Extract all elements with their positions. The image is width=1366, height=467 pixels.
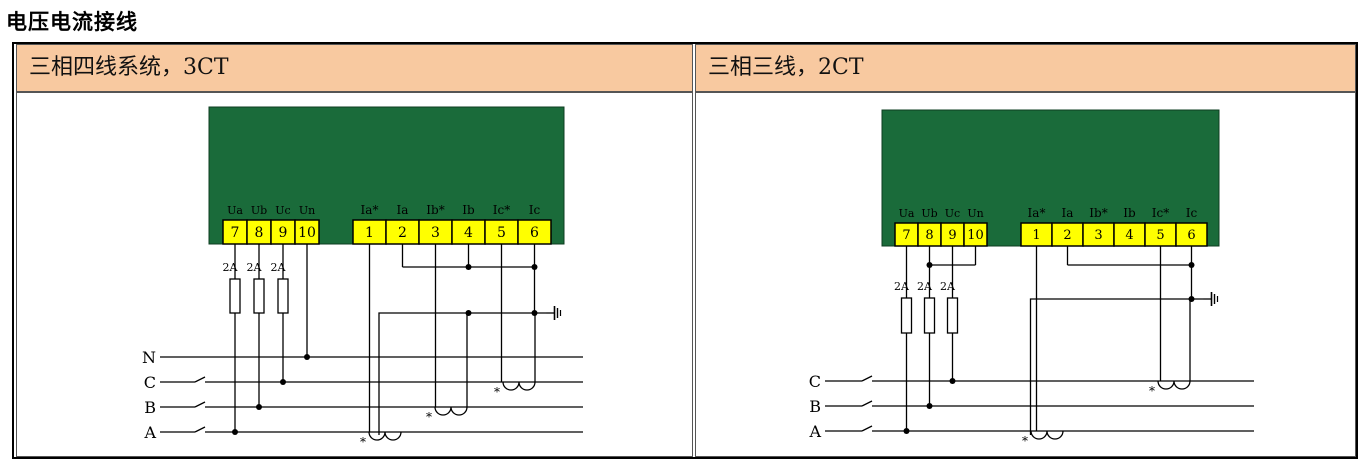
terminal-number: 5 — [1156, 228, 1164, 243]
terminal-label: Uc — [945, 207, 960, 220]
phase-line-label-a: A — [808, 422, 821, 441]
junction-dot — [304, 354, 310, 360]
terminal-number: 3 — [1094, 228, 1102, 243]
terminal-label: Ib* — [426, 203, 444, 217]
terminal-label: Un — [299, 204, 315, 217]
terminal-number: 2 — [1063, 228, 1071, 243]
terminal-number: 9 — [948, 228, 956, 243]
ct-polarity-mark: * — [360, 435, 366, 449]
phase-line-label-c: C — [809, 372, 821, 391]
terminal-box — [222, 219, 248, 245]
phase-switch-b — [861, 400, 873, 407]
ground-bus — [1029, 298, 1204, 435]
page-title: 电压电流接线 — [6, 10, 138, 34]
fuse — [229, 278, 241, 314]
ground-bus — [378, 312, 547, 435]
terminal-label: Ia — [397, 203, 409, 217]
phase-switch-a — [194, 426, 206, 433]
fuse — [277, 278, 289, 314]
terminal-label: Ua — [227, 204, 243, 217]
phase-switch-b — [194, 401, 206, 408]
phase-switch-c — [861, 375, 873, 382]
terminal-number: 6 — [1187, 228, 1195, 243]
terminal-number: 6 — [530, 225, 539, 241]
terminal-number: 1 — [365, 225, 374, 241]
phase-line-label-b: B — [809, 397, 821, 416]
fuse-label: 2A — [271, 261, 287, 274]
terminal-label: Un — [967, 207, 983, 220]
phase-line-label-n: N — [142, 348, 156, 367]
phase-line-label-a: A — [143, 423, 156, 442]
junction-dot — [903, 428, 910, 434]
terminal-number: 10 — [967, 228, 984, 243]
fuse-label: 2A — [223, 261, 239, 274]
current-transformer — [502, 381, 536, 391]
terminal-number: 1 — [1032, 228, 1040, 243]
fuse — [923, 297, 936, 334]
panel-3p4w-3ct: 三相四线系统，3CT 7 Ua 8 Ub 9 Uc 10 Un 1 Ia* 2 Ia 3 Ib* 4 Ib 5 I… — [16, 44, 693, 457]
terminal-number: 7 — [902, 228, 910, 243]
terminal-label: Ib* — [1089, 206, 1107, 220]
junction-dot — [465, 264, 472, 270]
terminal-box — [246, 219, 272, 245]
fuse-label: 2A — [917, 280, 933, 293]
ct-polarity-mark: * — [494, 385, 500, 399]
terminal-label: Ub — [251, 204, 267, 217]
terminal-number: 3 — [431, 225, 440, 241]
terminal-label: Ia* — [361, 203, 379, 217]
fuse — [900, 297, 913, 334]
terminal-label: Ic* — [493, 203, 510, 217]
ct-polarity-mark: * — [1022, 434, 1028, 448]
terminal-label: Ua — [899, 207, 915, 220]
terminal-label: Uc — [275, 204, 290, 217]
fuse-label: 2A — [894, 280, 910, 293]
terminal-number: 5 — [497, 225, 506, 241]
terminal-box — [294, 219, 320, 245]
fuse-label: 2A — [247, 261, 263, 274]
phase-switch-c — [194, 376, 206, 383]
terminal-label: Ic* — [1152, 206, 1169, 220]
terminal-number: 8 — [925, 228, 933, 243]
current-transformer — [368, 431, 402, 441]
fuse — [253, 278, 265, 314]
fuse-label: 2A — [940, 280, 956, 293]
terminal-number: 4 — [464, 225, 473, 241]
current-transformer — [1030, 430, 1064, 440]
terminal-label: Ic — [529, 203, 541, 217]
terminal-label: Ib — [462, 203, 475, 217]
terminal-number: 4 — [1125, 228, 1133, 243]
junction-dot — [949, 378, 956, 384]
terminal-label: Ia* — [1028, 206, 1046, 220]
terminal-number: 8 — [255, 225, 264, 241]
terminal-number: 7 — [231, 225, 240, 241]
current-transformer — [434, 406, 468, 416]
ct-polarity-mark: * — [426, 410, 432, 424]
junction-dot — [280, 379, 286, 385]
junction-dot — [232, 429, 238, 435]
terminal-label: Ub — [921, 207, 937, 220]
phase-line-label-b: B — [144, 398, 156, 417]
terminal-label: Ia — [1062, 206, 1074, 220]
current-transformer — [1157, 380, 1191, 390]
phase-switch-a — [861, 425, 873, 432]
panel-title-3p4w: 三相四线系统，3CT — [17, 45, 692, 93]
phase-line-label-c: C — [144, 373, 156, 392]
ct-polarity-mark: * — [1149, 384, 1155, 398]
terminal-number: 2 — [398, 225, 407, 241]
terminal-label: Ic — [1186, 206, 1198, 220]
terminal-box — [352, 219, 387, 245]
terminal-label: Ib — [1123, 206, 1136, 220]
junction-dot — [256, 404, 262, 410]
junction-dot — [926, 403, 933, 409]
terminal-number: 10 — [298, 225, 316, 241]
terminal-number: 9 — [279, 225, 288, 241]
fuse — [946, 297, 959, 334]
panel-title-3p3w: 三相三线，2CT — [696, 45, 1355, 93]
